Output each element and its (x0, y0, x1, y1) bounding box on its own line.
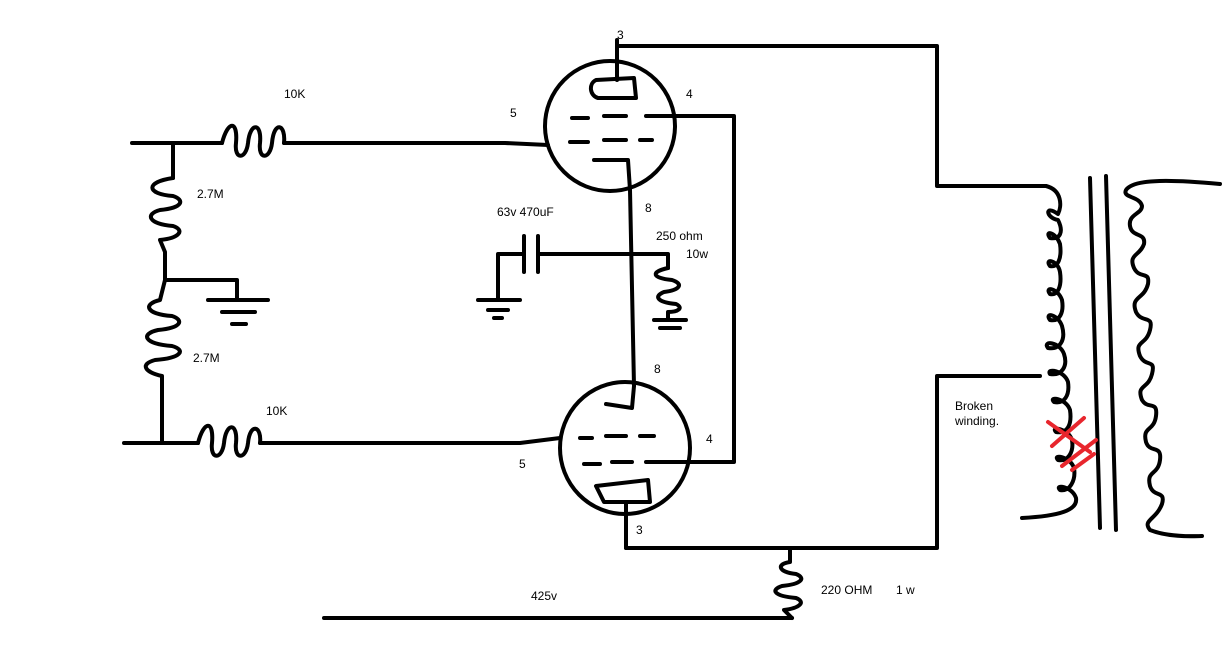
plate-circuit (322, 44, 1048, 620)
grid-resistor-bottom-10k (196, 423, 263, 458)
label-cathode-resistor-power: 10w (686, 247, 709, 261)
lower-tube (558, 380, 692, 550)
fault-slash-4 (1070, 452, 1096, 472)
lower-tube-cathode (604, 384, 636, 410)
upper-tube-plate (589, 76, 638, 100)
bias-ground-tap (163, 278, 239, 302)
label-b-plus-resistor: 220 OHM (821, 583, 873, 597)
label-upper-pin-8: 8 (645, 201, 652, 215)
screen-grid-bus (674, 114, 736, 464)
transformer-core-line-2 (1104, 174, 1118, 532)
label-upper-pin-5: 5 (510, 106, 517, 120)
capacitor-ground-symbol (476, 298, 522, 320)
cathode-tie-wire (628, 188, 636, 388)
upper-tube-control-grid (568, 138, 654, 144)
fault-slash-3 (1060, 438, 1098, 468)
upper-plate-to-transformer (615, 44, 1048, 188)
grid-wire-bottom (258, 436, 562, 445)
cathode-resistor-250ohm (653, 266, 682, 322)
label-broken-winding: Broken winding. (955, 399, 1000, 428)
bias-resistor-bottom-27m (143, 278, 182, 445)
lower-tube-screen-grid (582, 460, 692, 466)
input-network (122, 123, 562, 458)
broken-winding-mark (1046, 416, 1098, 472)
label-cathode-resistor-value: 250 ohm (656, 229, 703, 243)
cathode-network (476, 188, 688, 388)
label-upper-pin-4: 4 (686, 87, 693, 101)
label-lower-pin-8: 8 (654, 362, 661, 376)
cathode-resistor-ground-symbol (652, 318, 688, 330)
upper-tube-envelope (543, 59, 677, 193)
secondary-winding (1123, 178, 1222, 539)
screen-bus-wire (674, 114, 736, 464)
label-lower-pin-4: 4 (706, 432, 713, 446)
label-lower-pin-5: 5 (519, 457, 526, 471)
upper-tube-cathode (592, 158, 632, 192)
grid-resistor-top-10k (220, 123, 287, 158)
label-supply-voltage: 425v (531, 589, 558, 603)
upper-tube-screen-grid (570, 114, 678, 120)
cathode-capacitor (522, 234, 540, 274)
upper-tube (543, 38, 678, 193)
label-grid-resistor-top: 10K (284, 87, 306, 101)
lower-plate-to-transformer (624, 374, 1042, 550)
label-lower-pin-3: 3 (636, 523, 643, 537)
label-bias-resistor-bottom: 2.7M (193, 351, 220, 365)
bias-resistor-top-27m (148, 176, 183, 282)
bias-ground-symbol (206, 298, 270, 326)
label-bias-resistor-top: 2.7M (197, 187, 224, 201)
label-grid-resistor-bottom: 10K (266, 404, 288, 418)
lower-tube-control-grid (578, 434, 656, 440)
b-plus-resistor-220ohm (773, 548, 804, 620)
grid-wire-top (282, 141, 550, 147)
transformer-core-line-1 (1088, 176, 1102, 530)
label-cathode-capacitor: 63v 470uF (497, 205, 554, 219)
capacitor-ground-lead (496, 252, 526, 302)
cathode-bus (536, 252, 670, 270)
lower-tube-envelope (558, 380, 692, 516)
label-upper-pin-3: 3 (617, 28, 624, 42)
label-b-plus-resistor-power: 1 w (896, 583, 915, 597)
fault-slash-1 (1046, 420, 1092, 454)
lower-tube-plate (594, 478, 652, 504)
primary-winding (1020, 184, 1079, 520)
output-transformer (1020, 174, 1222, 539)
fault-slash-2 (1050, 416, 1086, 448)
